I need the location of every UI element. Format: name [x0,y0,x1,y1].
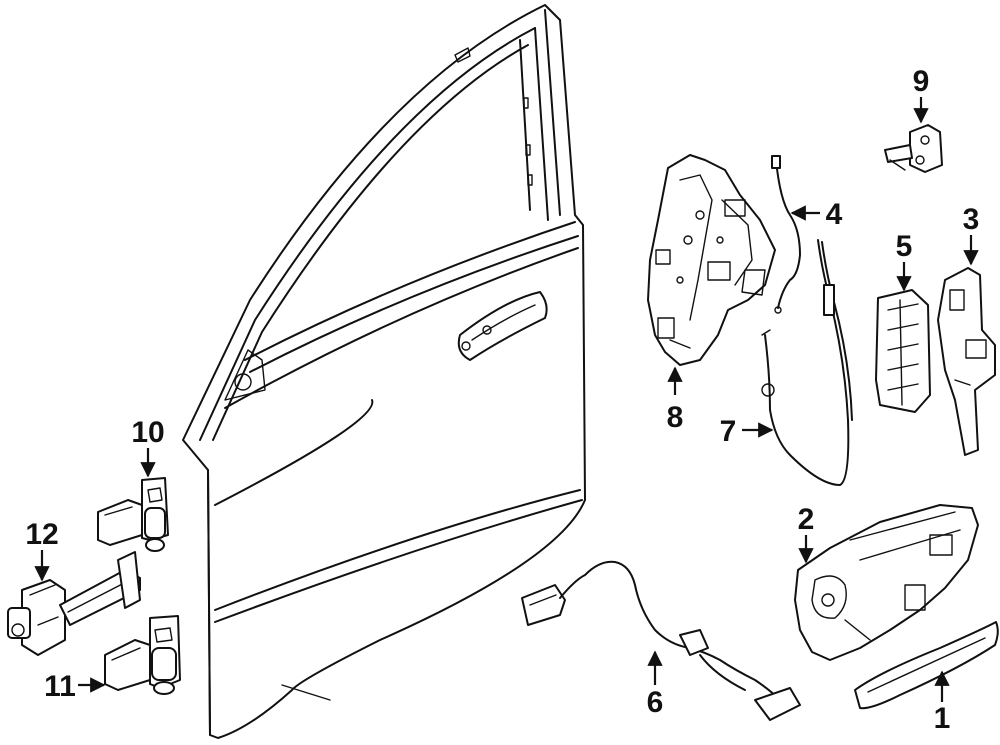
callout-4: 4 [826,198,843,231]
part-5-bracket [875,289,931,413]
part-3-bracket [937,267,996,456]
callout-labels: 1 2 3 4 5 6 7 8 9 10 11 12 [25,65,979,735]
part-12-door-check [7,551,141,656]
part-10-upper-hinge [97,477,169,552]
callout-10: 10 [131,416,164,449]
callout-7: 7 [720,415,737,448]
callout-2: 2 [798,503,815,536]
part-4-cable [771,155,801,314]
part-9-striker [884,124,943,173]
part-11-lower-hinge [104,615,181,695]
callout-1: 1 [934,702,951,735]
callout-leaders [34,97,979,702]
callout-11: 11 [44,670,76,703]
part-6-wire-harness [521,560,801,721]
callout-9: 9 [913,65,930,98]
door-shell [182,4,586,739]
callout-6: 6 [647,686,664,719]
part-2-handle-base [794,504,979,661]
part-1-handle-cover [854,621,999,710]
part-7-cable [761,239,853,486]
callout-3: 3 [963,203,980,236]
callout-5: 5 [896,230,913,263]
callout-12: 12 [25,518,58,551]
callout-8: 8 [667,401,684,434]
part-8-latch-actuator [647,154,776,366]
